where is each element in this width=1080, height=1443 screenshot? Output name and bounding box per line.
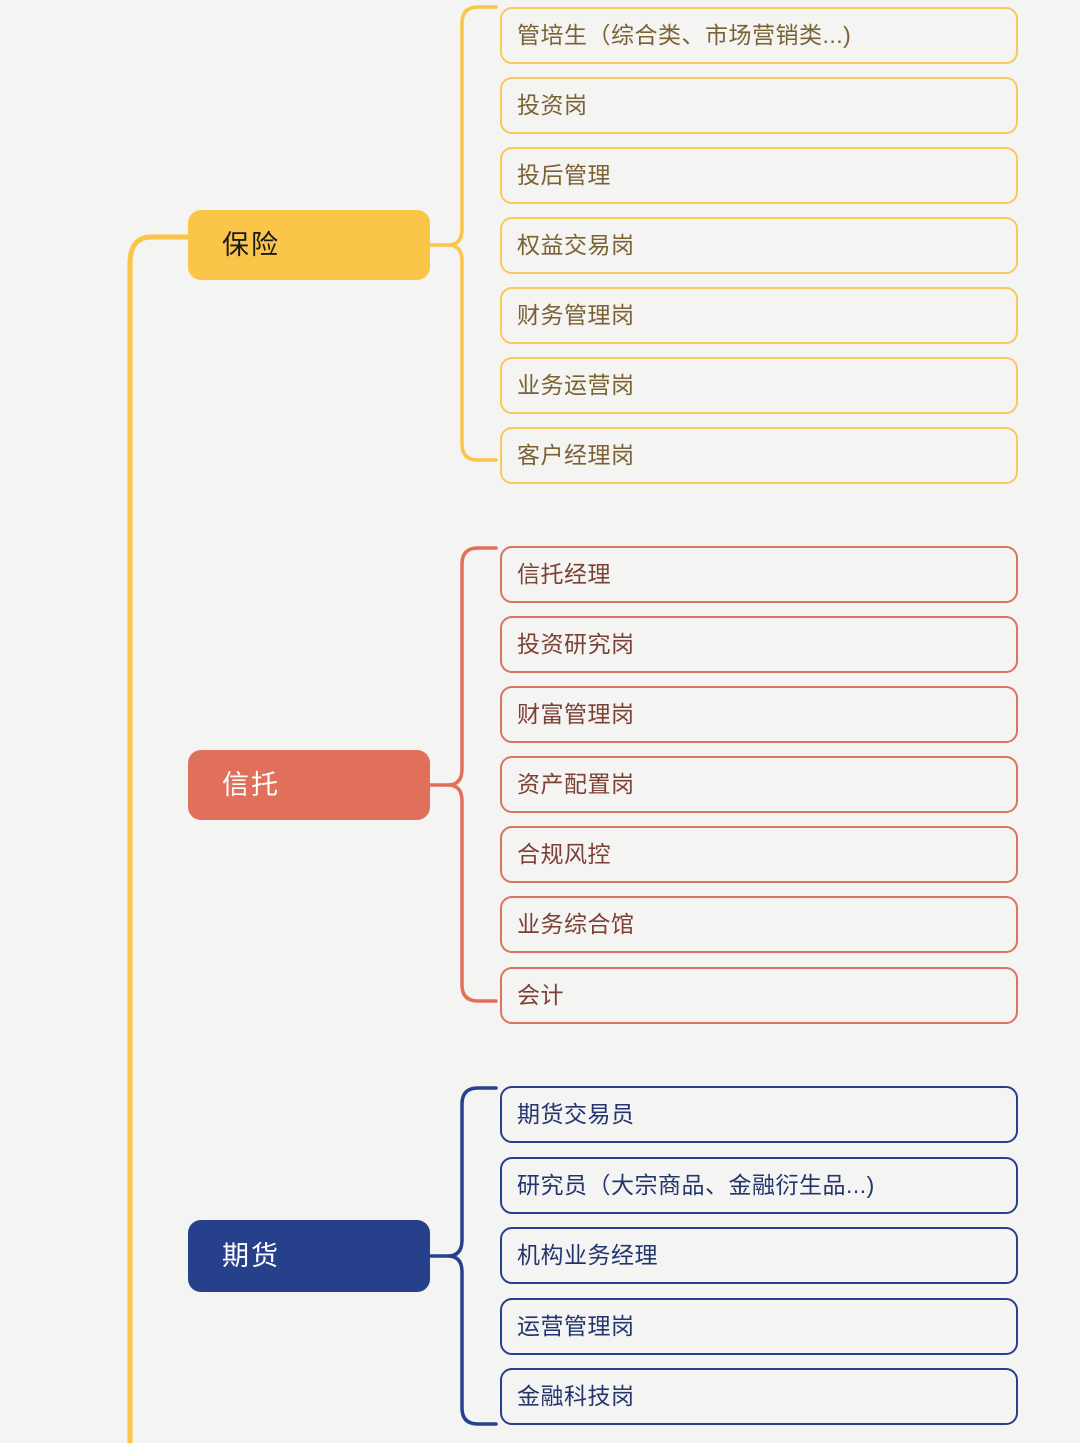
category-pill-insurance[interactable]: 保险 <box>188 210 430 280</box>
leaf-item-insurance-2[interactable]: 投后管理 <box>500 147 1018 204</box>
leaf-item-trust-5[interactable]: 业务综合馆 <box>500 896 1018 953</box>
brace-connector-insurance <box>446 5 498 462</box>
leaf-item-insurance-0[interactable]: 管培生（综合类、市场营销类...) <box>500 7 1018 64</box>
category-pill-futures[interactable]: 期货 <box>188 1220 430 1292</box>
leaf-item-trust-2[interactable]: 财富管理岗 <box>500 686 1018 743</box>
brace-group <box>428 5 498 1426</box>
category-pill-trust[interactable]: 信托 <box>188 750 430 820</box>
leaf-item-insurance-1[interactable]: 投资岗 <box>500 77 1018 134</box>
leaf-item-trust-4[interactable]: 合规风控 <box>500 826 1018 883</box>
leaf-item-trust-0[interactable]: 信托经理 <box>500 546 1018 603</box>
leaf-item-futures-1[interactable]: 研究员（大宗商品、金融衍生品...) <box>500 1157 1018 1214</box>
leaf-item-trust-3[interactable]: 资产配置岗 <box>500 756 1018 813</box>
leaf-item-insurance-3[interactable]: 权益交易岗 <box>500 217 1018 274</box>
leaf-item-futures-4[interactable]: 金融科技岗 <box>500 1368 1018 1425</box>
leaf-item-futures-3[interactable]: 运营管理岗 <box>500 1298 1018 1355</box>
main-trunk-line <box>127 234 191 1443</box>
trunk-group <box>127 234 191 1443</box>
brace-connector-futures <box>446 1086 498 1426</box>
leaf-item-futures-2[interactable]: 机构业务经理 <box>500 1227 1018 1284</box>
leaf-item-trust-1[interactable]: 投资研究岗 <box>500 616 1018 673</box>
leaf-item-futures-0[interactable]: 期货交易员 <box>500 1086 1018 1143</box>
leaf-item-insurance-5[interactable]: 业务运营岗 <box>500 357 1018 414</box>
brace-connector-trust <box>446 546 498 1003</box>
leaf-item-insurance-6[interactable]: 客户经理岗 <box>500 427 1018 484</box>
leaf-item-insurance-4[interactable]: 财务管理岗 <box>500 287 1018 344</box>
leaf-item-trust-6[interactable]: 会计 <box>500 967 1018 1024</box>
